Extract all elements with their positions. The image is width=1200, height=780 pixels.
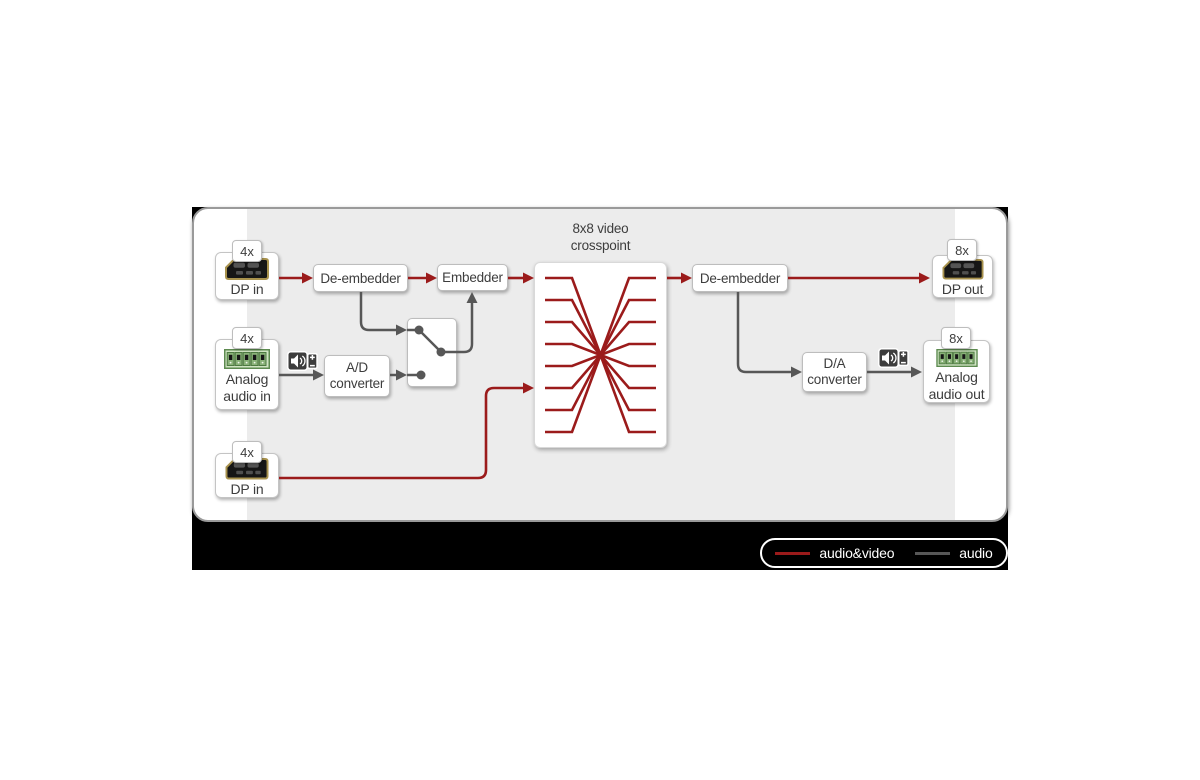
speaker-volume-icon [878, 348, 909, 368]
block-analog-audio-out: Analog audio out [923, 340, 990, 403]
audio-source-switch [407, 318, 457, 387]
count-badge-dp-out: 8x [947, 239, 977, 261]
crosspoint-title-line2: crosspoint [570, 237, 631, 253]
count-badge-dp-in-top: 4x [232, 240, 262, 262]
block-label-analog-out-line2: audio out [928, 385, 985, 402]
block-label-dp-out: DP out [941, 280, 984, 297]
block-embedder: Embedder [437, 264, 508, 291]
block-dp-out: DP out [932, 255, 993, 298]
block-de-embedder-right: De-embedder [692, 264, 788, 292]
da-converter-line1: D/A [823, 356, 846, 371]
block-analog-audio-in: Analog audio in [215, 339, 279, 410]
crosspoint-title-line1: 8x8 video [572, 221, 629, 236]
block-de-embedder-left: De-embedder [313, 264, 408, 292]
legend-audio-video-label: audio&video [819, 545, 895, 561]
legend: audio&video audio [760, 538, 1008, 568]
block-label-dp-in-top: DP in [230, 281, 264, 297]
legend-audio-line [915, 551, 951, 555]
ad-converter-line1: A/D [346, 360, 368, 375]
da-converter-line2: converter [807, 372, 862, 387]
block-label-analog-in-line2: audio in [223, 387, 271, 404]
legend-audio-video-line [775, 551, 811, 555]
count-badge-dp-in-bottom: 4x [232, 441, 262, 463]
crosspoint-box [534, 262, 667, 448]
block-da-converter: D/A converter [802, 352, 867, 392]
block-label-analog-out-line1: Analog [935, 369, 978, 385]
block-ad-converter: A/D converter [324, 355, 390, 397]
block-label-dp-in-bottom: DP in [230, 480, 264, 497]
ad-converter-line2: converter [329, 376, 385, 391]
crosspoint-title: 8x8 video crosspoint [520, 221, 681, 254]
displayport-connector-icon [942, 259, 983, 280]
terminal-block-icon [935, 349, 978, 367]
legend-audio-label: audio [959, 545, 993, 561]
terminal-block-icon [224, 349, 270, 369]
speaker-volume-icon [287, 351, 318, 371]
count-badge-analog-in: 4x [232, 327, 262, 349]
count-badge-analog-out: 8x [941, 327, 971, 349]
block-label-analog-in-line1: Analog [225, 371, 269, 387]
